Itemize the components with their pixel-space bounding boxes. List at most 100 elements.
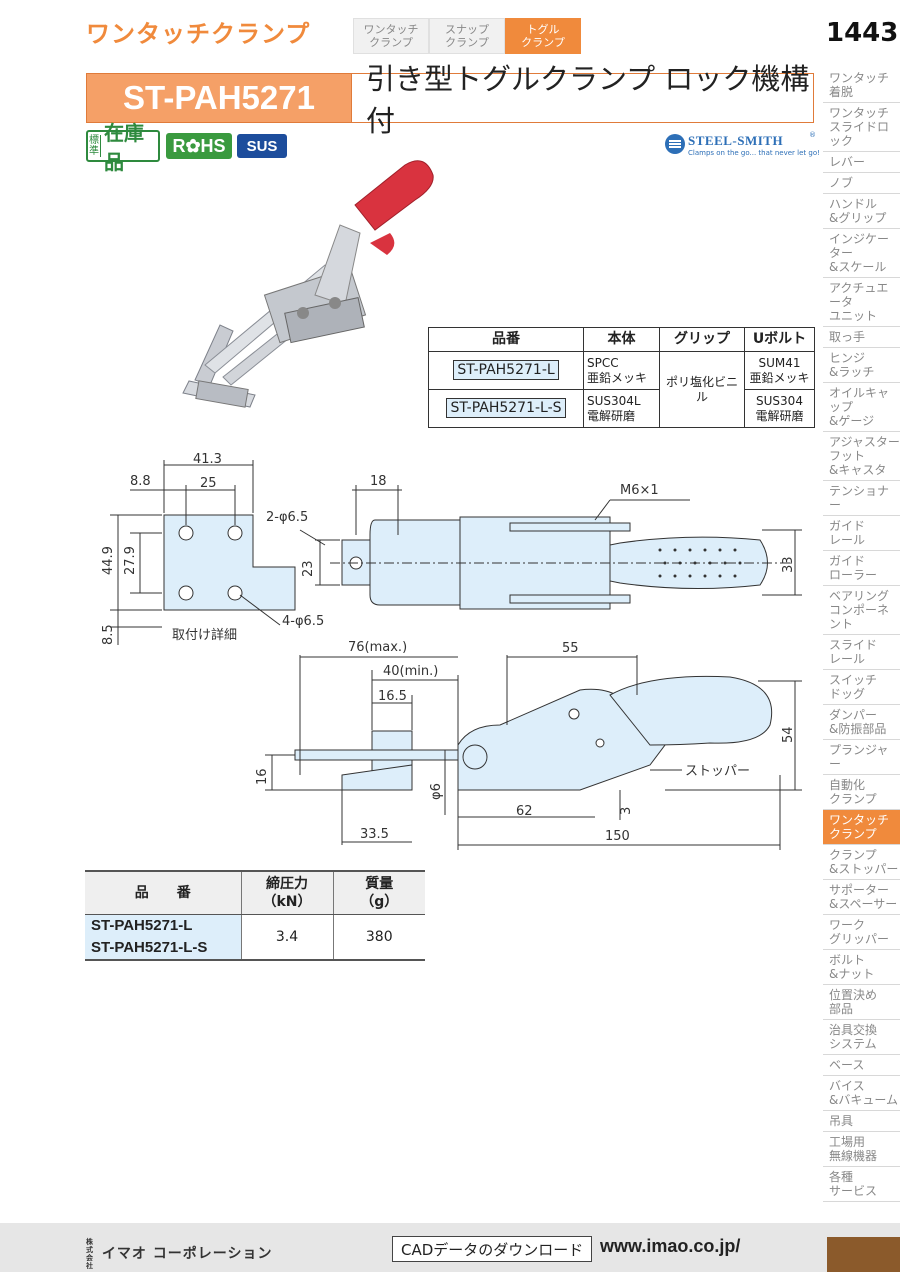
sidebar-item[interactable]: ガイド ローラー bbox=[823, 551, 900, 586]
sidebar-item[interactable]: クランプ &ストッパー bbox=[823, 845, 900, 880]
table-row-part: ST-PAH5271-L bbox=[85, 914, 241, 937]
performance-table: 品 番 締圧力 （kN） 質量 （g） ST-PAH5271-L 3.4 380… bbox=[85, 870, 425, 961]
header-body: 本体 bbox=[583, 327, 660, 352]
top-view bbox=[315, 485, 802, 610]
company-prefix: 株式会社 bbox=[86, 1238, 94, 1270]
product-description: 引き型トグルクランプ ロック機構付 bbox=[352, 62, 814, 138]
mount-detail bbox=[110, 460, 326, 645]
sidebar-item[interactable]: ワンタッチ 着脱 bbox=[823, 68, 900, 103]
sidebar-item[interactable]: ダンパー &防振部品 bbox=[823, 705, 900, 740]
category-tabs: ワンタッチ クランプ スナップ クランプ トグル クランプ bbox=[353, 18, 581, 54]
sidebar-item[interactable]: ワーク グリッパー bbox=[823, 915, 900, 950]
sidebar-item[interactable]: ボルト &ナット bbox=[823, 950, 900, 985]
part-number: ST-PAH5271-L bbox=[453, 360, 559, 380]
model-number: ST-PAH5271 bbox=[86, 73, 352, 123]
clamp-body-illustration bbox=[182, 224, 367, 408]
dim-150: 150 bbox=[605, 829, 630, 844]
sidebar-item[interactable]: アクチュエータ ユニット bbox=[823, 278, 900, 327]
table-row-part: ST-PAH5271-L-S bbox=[85, 937, 241, 961]
ubolt-material: SUS304 電解研磨 bbox=[744, 389, 815, 428]
clamping-force-value: 3.4 bbox=[240, 914, 333, 961]
label-4-phi-6-5: 4-φ6.5 bbox=[282, 614, 324, 629]
side-view bbox=[265, 655, 802, 850]
sidebar-item[interactable]: レバー bbox=[823, 152, 900, 173]
dim-33-5: 33.5 bbox=[360, 827, 389, 842]
sidebar-item[interactable]: 各種 サービス bbox=[823, 1167, 900, 1202]
sidebar-item[interactable]: スライド レール bbox=[823, 635, 900, 670]
sidebar-item[interactable]: プランジャー bbox=[823, 740, 900, 775]
sidebar-item[interactable]: インジケーター &スケール bbox=[823, 229, 900, 278]
table-row-part: ST-PAH5271-L-S bbox=[428, 389, 584, 428]
rohs-badge: R✿HS bbox=[166, 133, 232, 159]
dim-23: 23 bbox=[301, 560, 316, 577]
sidebar-item[interactable]: 位置決め 部品 bbox=[823, 985, 900, 1020]
header-clamping-force: 締圧力 （kN） bbox=[240, 870, 333, 915]
sidebar-item[interactable]: 自動化 クランプ bbox=[823, 775, 900, 810]
sidebar-item[interactable]: バイス &バキューム bbox=[823, 1076, 900, 1111]
cad-download-button[interactable]: CADデータのダウンロード bbox=[392, 1236, 593, 1262]
steel-smith-logo-icon bbox=[665, 134, 685, 154]
brand-name: STEEL-SMITH bbox=[688, 133, 784, 148]
dim-16-5: 16.5 bbox=[378, 689, 407, 704]
header-part-number: 品 番 bbox=[85, 870, 241, 915]
sidebar-item[interactable]: アジャスター フット &キャスタ bbox=[823, 432, 900, 481]
dim-40-min: 40(min.) bbox=[383, 664, 438, 679]
sidebar-item[interactable]: 取っ手 bbox=[823, 327, 900, 348]
stock-badge-label: 在庫品 bbox=[104, 121, 144, 174]
body-material: SPCC 亜鉛メッキ bbox=[583, 351, 660, 390]
ubolt-material: SUM41 亜鉛メッキ bbox=[744, 351, 815, 390]
sidebar-item[interactable]: ハンドル &グリップ bbox=[823, 194, 900, 229]
sidebar-item[interactable]: ワンタッチ クランプ bbox=[823, 810, 900, 845]
label-2-phi-6-5: 2-φ6.5 bbox=[266, 510, 308, 525]
sus-badge: SUS bbox=[237, 134, 287, 158]
sidebar-item[interactable]: テンショナー bbox=[823, 481, 900, 516]
category-sidebar: ワンタッチ 着脱ワンタッチ スライドロックレバーノブハンドル &グリップインジケ… bbox=[823, 68, 900, 1202]
sidebar-item[interactable]: ベアリング コンポーネント bbox=[823, 586, 900, 635]
header-mass: 質量 （g） bbox=[332, 870, 425, 915]
sidebar-item[interactable]: 治具交換 システム bbox=[823, 1020, 900, 1055]
mass-value: 380 bbox=[332, 914, 425, 961]
header-grip: グリップ bbox=[659, 327, 745, 352]
sidebar-item[interactable]: 吊具 bbox=[823, 1111, 900, 1132]
corner-tab bbox=[827, 1237, 900, 1272]
sidebar-item[interactable]: ノブ bbox=[823, 173, 900, 194]
sidebar-item[interactable]: ベース bbox=[823, 1055, 900, 1076]
technical-drawing: 41.3 8.8 25 44.9 27.9 8.5 2-φ6.5 4-φ6.5 … bbox=[101, 452, 802, 850]
material-spec-table: 品番 本体 グリップ Uボルト ST-PAH5271-L SPCC 亜鉛メッキ … bbox=[428, 327, 815, 428]
sidebar-item[interactable]: ヒンジ &ラッチ bbox=[823, 348, 900, 383]
dim-41-3: 41.3 bbox=[193, 452, 222, 467]
company-name-text: イマオ コーポレーション bbox=[101, 1246, 273, 1262]
steel-smith-logo: STEEL-SMITH ® Clamps on the go... that n… bbox=[664, 131, 820, 161]
page-number: 1443 bbox=[826, 18, 899, 48]
sidebar-item[interactable]: ワンタッチ スライドロック bbox=[823, 103, 900, 152]
dim-44-9: 44.9 bbox=[101, 546, 116, 575]
sidebar-item[interactable]: スイッチ ドッグ bbox=[823, 670, 900, 705]
dim-8-5: 8.5 bbox=[101, 624, 116, 645]
dim-8-8: 8.8 bbox=[130, 474, 151, 489]
part-number: ST-PAH5271-L-S bbox=[446, 398, 566, 418]
red-grip-illustration bbox=[354, 160, 434, 255]
website-link[interactable]: www.imao.co.jp/ bbox=[600, 1236, 741, 1256]
brand-mark: ® bbox=[809, 131, 816, 139]
brand-tagline: Clamps on the go... that never let go! bbox=[688, 149, 820, 157]
sidebar-item[interactable]: サポーター &スペーサー bbox=[823, 880, 900, 915]
grip-material: ポリ塩化ビニル bbox=[659, 351, 745, 428]
dim-phi-6: φ6 bbox=[429, 783, 444, 800]
header-ubolt: Uボルト bbox=[744, 327, 815, 352]
tab-one-touch[interactable]: ワンタッチ クランプ bbox=[353, 18, 429, 54]
stopper-label: ストッパー bbox=[685, 764, 750, 779]
header-part-number: 品番 bbox=[428, 327, 584, 352]
sidebar-item[interactable]: オイルキャップ &ゲージ bbox=[823, 383, 900, 432]
dim-18: 18 bbox=[370, 474, 387, 489]
thread-m6: M6×1 bbox=[620, 483, 659, 498]
sidebar-item[interactable]: ガイド レール bbox=[823, 516, 900, 551]
dim-27-9: 27.9 bbox=[123, 546, 138, 575]
mount-detail-caption: 取付け詳細 bbox=[172, 627, 237, 643]
product-photo bbox=[182, 160, 434, 408]
tab-toggle[interactable]: トグル クランプ bbox=[505, 18, 581, 54]
tab-snap[interactable]: スナップ クランプ bbox=[429, 18, 505, 54]
stock-badge-prefix: 標準 bbox=[89, 135, 101, 157]
sidebar-item[interactable]: 工場用 無線機器 bbox=[823, 1132, 900, 1167]
dim-33: 33 bbox=[781, 556, 796, 573]
company-name: 株式会社 イマオ コーポレーション bbox=[86, 1238, 272, 1270]
